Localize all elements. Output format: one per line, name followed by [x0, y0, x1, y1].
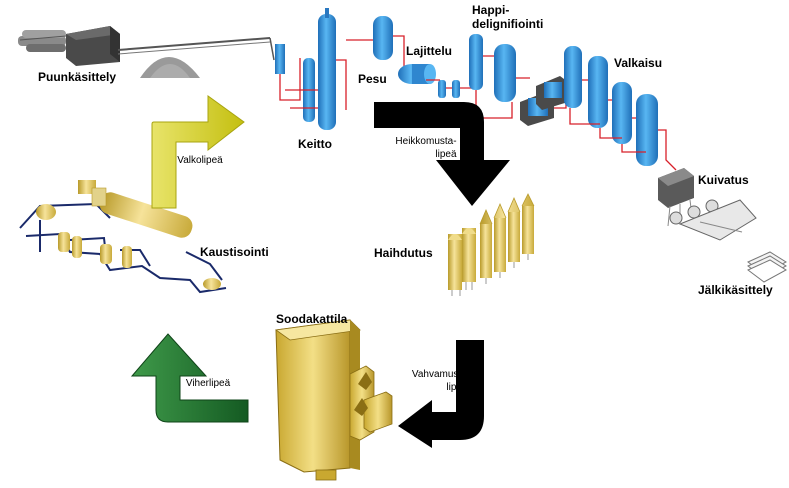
causticizer-tank-icon [58, 232, 70, 252]
slaker-icon [36, 204, 56, 220]
causticizing-group [19, 180, 227, 294]
evaporator-effect-icon [522, 206, 534, 254]
washing-label: Pesu [358, 72, 387, 86]
strong-black-liquor-label: Vahvamusta- lipeä [404, 368, 478, 394]
drying-label: Kuivatus [698, 173, 749, 187]
strong-black-liquor-text-line2: lipeä [446, 382, 468, 393]
strong-black-liquor-text-line1: Vahvamusta- [411, 369, 471, 380]
screening-label: Lajittelu [406, 44, 453, 58]
bleaching-group [564, 46, 677, 171]
causticizer-tank-icon [72, 236, 82, 258]
wood-handling-label: Puunkäsittely [38, 70, 117, 84]
debarking-drum-icon [66, 26, 120, 66]
causticizer-tank-icon [122, 246, 132, 268]
white-liquor-arrow [151, 95, 245, 209]
washing-group [346, 16, 405, 70]
green-liquor-label: Viherlipeä [178, 377, 238, 390]
digester-tower-icon [318, 14, 336, 130]
evaporator-effect-icon [462, 228, 476, 282]
oxygen-reactor-icon [469, 34, 483, 90]
clarifier-icon [203, 278, 221, 290]
screen-unit-icon [438, 80, 446, 98]
evaporator-effect-icon [480, 224, 492, 278]
post-oxygen-washer-group [520, 76, 582, 126]
oxygen-delignification-label-line2: delignifiointi [472, 17, 544, 31]
screen-unit-icon [452, 80, 460, 98]
strong-black-liquor-arrow [398, 340, 484, 448]
screen-drum-icon [398, 64, 436, 84]
lime-silo-icon [78, 180, 96, 194]
wood-handling-group [18, 26, 275, 78]
bleach-tower-icon [588, 56, 608, 128]
bleach-tower-icon [564, 46, 582, 108]
recovery-boiler-icon [275, 319, 351, 473]
chip-bin-icon [275, 44, 285, 74]
log-pile-icon [18, 30, 67, 52]
bleach-tower-icon [612, 82, 632, 144]
recovery-boiler-group [274, 319, 393, 481]
causticizer-tank-icon [100, 244, 112, 264]
white-liquor-text: Valkolipeä [177, 155, 223, 166]
oxygen-delignification-label-line1: Happi- [472, 3, 510, 17]
causticizing-label: Kaustisointi [200, 245, 269, 259]
washer-drum-icon [536, 76, 568, 110]
bleaching-label: Valkaisu [614, 56, 663, 70]
recovery-boiler-label: Soodakattila [276, 312, 348, 326]
white-liquor-label: Valkolipeä [170, 154, 230, 167]
digester-group [275, 8, 347, 130]
finishing-label: Jälkikäsittely [698, 283, 773, 297]
screening-group [398, 64, 474, 98]
weak-black-liquor-arrow [374, 102, 510, 206]
cooking-label: Keitto [298, 137, 332, 151]
weak-black-liquor-text-line1: Heikkomusta- [395, 136, 457, 147]
green-liquor-arrow [130, 333, 249, 423]
lime-kiln-icon [99, 192, 193, 238]
evaporator-effect-icon [508, 212, 520, 262]
oxygen-delignification-group [469, 34, 530, 119]
wash-tower-icon [373, 16, 393, 60]
drying-group [658, 168, 787, 283]
drying-machine-icon [658, 168, 757, 241]
weak-black-liquor-label: Heikkomusta- lipeä [386, 135, 466, 161]
green-liquor-text: Viherlipeä [185, 378, 231, 389]
evaporator-effect-icon [494, 218, 506, 272]
evaporation-group [448, 193, 535, 296]
oxygen-tower-icon [494, 44, 516, 102]
bleach-tower-icon [636, 94, 658, 166]
conveyor-icon [117, 37, 275, 61]
evaporation-label: Haihdutus [374, 246, 433, 260]
paper-stack-icon [747, 251, 787, 283]
evaporator-effect-icon [448, 234, 462, 290]
weak-black-liquor-text-line2: lipeä [435, 149, 457, 160]
chip-pile-icon [140, 57, 200, 78]
